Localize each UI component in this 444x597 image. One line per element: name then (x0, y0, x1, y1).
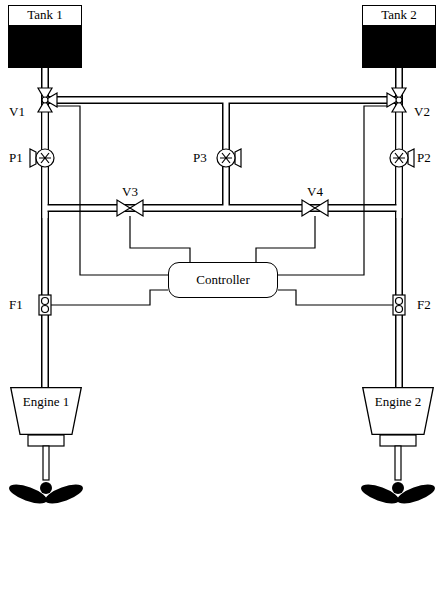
fuel-level (9, 25, 81, 67)
pump-symbol (390, 149, 414, 167)
node-label: Tank 2 (363, 6, 435, 25)
controller-box: Controller (168, 262, 278, 298)
engine-block: Engine 2 (362, 387, 434, 435)
propeller (359, 435, 437, 507)
pipe-bore (397, 68, 402, 387)
control-wires (51, 106, 393, 305)
fuel-tank: Tank 2 (362, 5, 436, 68)
gate-valve (302, 200, 328, 216)
three-way-valve (387, 88, 406, 112)
pipe-walls (45, 100, 399, 208)
node-label: Engine 1 (10, 394, 82, 410)
part-label: F2 (416, 297, 432, 313)
fuel-tank: Tank 1 (8, 5, 82, 68)
fuel-pipe (395, 68, 403, 387)
part-label: P2 (416, 150, 432, 166)
pipe-bore (43, 68, 48, 387)
part-label: V3 (121, 184, 139, 200)
part-label: V2 (413, 104, 431, 120)
pump-symbol (217, 149, 241, 167)
node-label: Tank 1 (9, 6, 81, 25)
node-label: Engine 2 (362, 394, 434, 410)
fuel-level (363, 25, 435, 67)
flow-meter (39, 295, 51, 315)
part-label: P1 (8, 150, 24, 166)
propeller (7, 435, 85, 507)
gate-valve (117, 200, 143, 216)
fuel-pipe (41, 68, 49, 387)
node-label: Controller (196, 272, 249, 288)
part-label: P3 (192, 150, 208, 166)
part-label: V1 (8, 104, 26, 120)
pipe-bores (45, 90, 399, 218)
pump-symbol (30, 149, 54, 167)
engine-block: Engine 1 (10, 387, 82, 435)
flow-meter (393, 295, 405, 315)
three-way-valve (38, 88, 57, 112)
part-label: V4 (306, 184, 324, 200)
part-label: F1 (8, 297, 24, 313)
